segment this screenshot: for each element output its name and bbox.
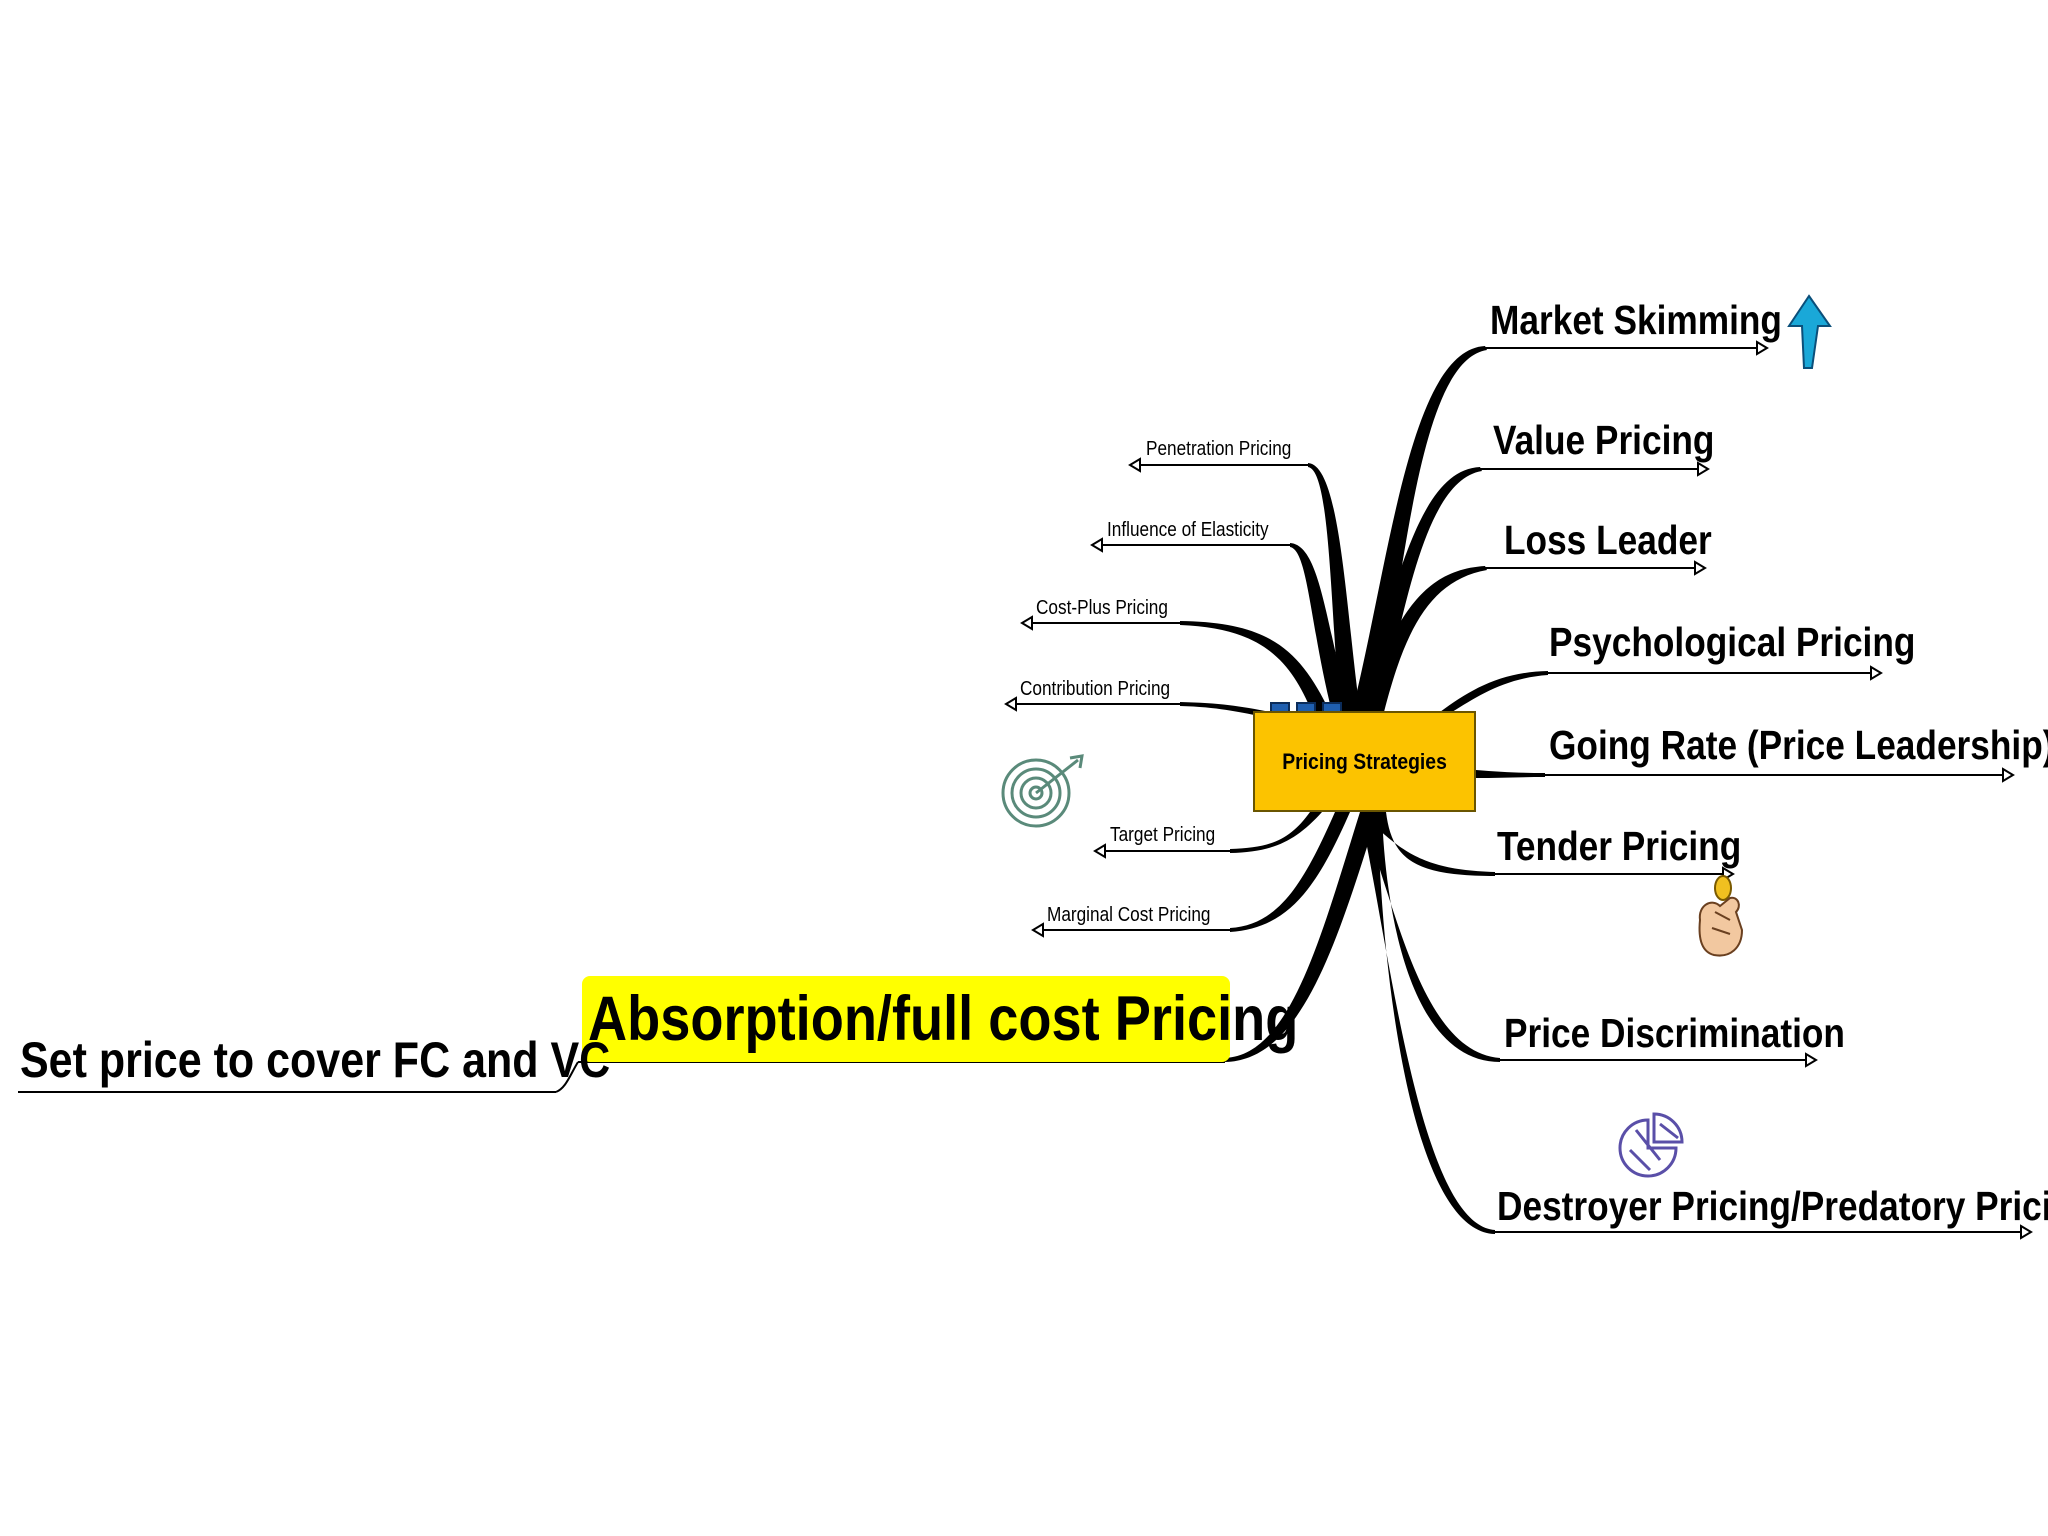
branch-absorption-pricing[interactable]: Absorption/full cost Pricing [588, 984, 1299, 1054]
branch-contribution-pricing[interactable]: Contribution Pricing [1020, 678, 1171, 700]
branch-penetration-pricing[interactable]: Penetration Pricing [1146, 438, 1292, 460]
link-marginal [1230, 812, 1350, 932]
link-target [1230, 812, 1322, 853]
link-price-discrimination [1360, 812, 1500, 1062]
link-going-rate [1476, 770, 1545, 778]
link-psychological [1440, 671, 1548, 712]
link-contribution [1180, 702, 1270, 716]
subtopic-set-price[interactable]: Set price to cover FC and VC [20, 1032, 611, 1088]
branch-marginal-cost-pricing[interactable]: Marginal Cost Pricing [1047, 904, 1211, 926]
link-penetration [1308, 463, 1360, 712]
up-arrow-icon [1787, 294, 1832, 369]
link-destroyer [1360, 812, 1495, 1234]
branch-value-pricing[interactable]: Value Pricing [1493, 417, 1715, 463]
branch-destroyer-pricing[interactable]: Destroyer Pricing/Predatory Pricing [1497, 1183, 2048, 1229]
branch-cost-plus-pricing[interactable]: Cost-Plus Pricing [1036, 597, 1168, 619]
pie-chart-icon [1618, 1112, 1684, 1178]
central-topic[interactable]: Pricing Strategies [1253, 711, 1476, 812]
link-absorption [1225, 812, 1378, 1062]
branch-price-discrimination[interactable]: Price Discrimination [1504, 1010, 1845, 1056]
absorption-highlight [582, 976, 1230, 1062]
central-topic-label: Pricing Strategies [1282, 748, 1447, 774]
link-value-pricing [1355, 467, 1482, 712]
link-loss-leader [1360, 566, 1487, 712]
branch-loss-leader[interactable]: Loss Leader [1504, 517, 1712, 563]
branch-tender-pricing[interactable]: Tender Pricing [1497, 823, 1742, 869]
link-cost-plus [1180, 621, 1330, 712]
hand-coin-icon [1698, 875, 1744, 957]
branch-market-skimming[interactable]: Market Skimming [1490, 297, 1782, 343]
target-icon [1001, 754, 1084, 828]
branch-going-rate[interactable]: Going Rate (Price Leadership) [1549, 722, 2048, 768]
branch-influence-of-elasticity[interactable]: Influence of Elasticity [1107, 519, 1269, 541]
branch-target-pricing[interactable]: Target Pricing [1110, 824, 1216, 846]
branch-psychological-pricing[interactable]: Psychological Pricing [1549, 619, 1916, 665]
link-elasticity [1290, 543, 1350, 712]
